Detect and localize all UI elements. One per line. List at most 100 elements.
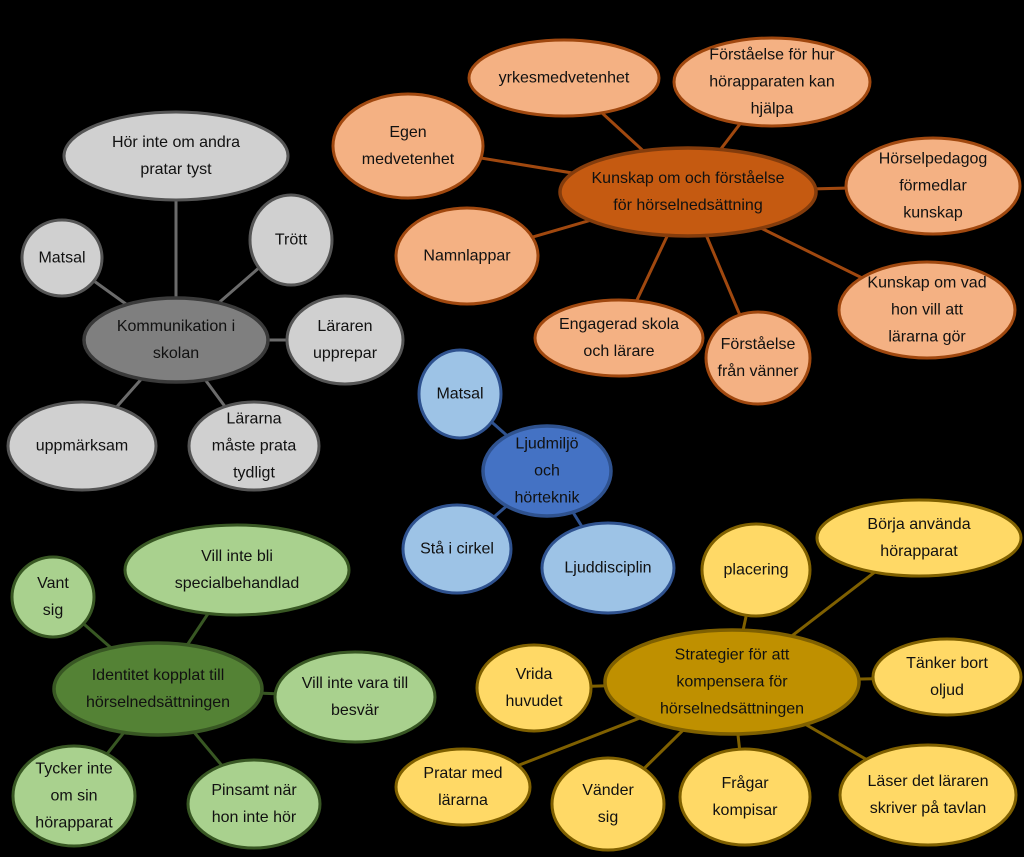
center-node-ljudmiljo-label: hörteknik	[515, 490, 581, 507]
leaf-identitet-tycker-inte-om-sin-horapparat: Tycker inte om sin hörapparat	[11, 744, 137, 848]
center-node-kunskap-label: Kunskap om och förståelse	[592, 169, 785, 187]
leaf-identitet-vill-inte-bli-specialbehandlad-label: Vill inte bli	[201, 548, 273, 565]
leaf-ljudmiljo-ljuddisciplin: Ljuddisciplin	[540, 521, 676, 615]
leaf-strategier-tanker-bort-oljud-label: Tänker bort	[906, 655, 988, 672]
center-node-kunskap-shape	[558, 146, 818, 238]
leaf-kunskap-horselpedagog-formedlar-kunskap-label: kunskap	[903, 205, 963, 222]
leaf-identitet-vill-inte-bli-specialbehandlad-label: specialbehandlad	[175, 575, 300, 592]
leaf-kommunikation-matsal: Matsal	[20, 218, 104, 298]
leaf-kunskap-horselpedagog-formedlar-kunskap-label: förmedlar	[899, 178, 967, 195]
leaf-kommunikation-uppmarksam-shape	[6, 400, 158, 492]
leaf-kunskap-engagerad-skola-och-larare-label: Engagerad skola	[559, 316, 679, 333]
center-node-kommunikation-label: Kommunikation i	[117, 318, 235, 335]
leaf-kunskap-forstaelse-fran-vanner-shape	[704, 310, 812, 406]
leaf-ljudmiljo-ljuddisciplin-shape	[540, 521, 676, 615]
leaf-kunskap-namnlappar-label: Namnlappar	[423, 248, 511, 265]
leaf-strategier-vrida-huvudet-shape	[475, 643, 593, 733]
leaf-identitet-tycker-inte-om-sin-horapparat-label: Tycker inte	[35, 761, 112, 778]
center-node-strategier-label: Strategier för att	[675, 647, 790, 664]
leaf-kunskap-forstaelse-for-hur-horapparaten-kan-hjalpa-label: hjälpa	[751, 101, 794, 118]
leaf-kunskap-engagerad-skola-och-larare-shape	[533, 298, 705, 378]
leaf-identitet-vill-inte-vara-till-besvar-label: besvär	[331, 702, 380, 719]
leaf-identitet-vant-sig-shape	[10, 555, 96, 639]
leaf-kunskap-yrkesmedvetenhet-label: yrkesmedvetenhet	[499, 70, 630, 87]
leaf-identitet-tycker-inte-om-sin-horapparat-label: hörapparat	[35, 815, 113, 832]
leaf-kommunikation-matsal-label: Matsal	[38, 250, 85, 267]
leaf-kommunikation-lararna-maste-prata-tydligt-label: tydligt	[233, 465, 275, 482]
leaf-ljudmiljo-matsal: Matsal	[417, 348, 503, 440]
leaf-kunskap-yrkesmedvetenhet-shape	[467, 38, 661, 118]
center-node-kommunikation-shape	[82, 296, 270, 384]
leaf-identitet-vill-inte-bli-specialbehandlad: Vill inte bli specialbehandlad	[123, 523, 351, 617]
leaf-kunskap-yrkesmedvetenhet: yrkesmedvetenhet	[467, 38, 661, 118]
center-node-kunskap-label: för hörselnedsättning	[613, 197, 762, 214]
leaf-identitet-pinsamt-nar-hon-inte-hor-shape	[186, 758, 322, 850]
center-node-identitet-label: Identitet kopplat till	[92, 667, 225, 684]
center-node-ljudmiljo-label: och	[534, 463, 560, 480]
center-node-ljudmiljo-shape	[481, 424, 613, 518]
center-node-kommunikation-label: skolan	[153, 345, 199, 362]
leaf-kunskap-engagerad-skola-och-larare: Engagerad skola och lärare	[533, 298, 705, 378]
leaf-kommunikation-lararen-upprepar-label: upprepar	[313, 345, 378, 362]
leaf-strategier-tanker-bort-oljud-shape	[871, 637, 1023, 717]
leaf-kommunikation-uppmarksam: uppmärksam	[6, 400, 158, 492]
center-node-identitet: Identitet kopplat tillhörselnedsättninge…	[52, 641, 264, 737]
leaf-strategier-placering-shape	[700, 522, 812, 618]
leaf-strategier-pratar-med-lararna-shape	[394, 747, 532, 827]
center-node-strategier-label: hörselnedsättningen	[660, 701, 804, 718]
leaf-ljudmiljo-sta-i-cirkel: Stå i cirkel	[401, 503, 513, 595]
leaf-ljudmiljo-sta-i-cirkel-shape	[401, 503, 513, 595]
leaf-ljudmiljo-matsal-label: Matsal	[436, 386, 483, 403]
leaf-strategier-tanker-bort-oljud-label: oljud	[930, 682, 964, 699]
leaf-kunskap-forstaelse-fran-vanner-label: från vänner	[718, 362, 800, 380]
leaf-kommunikation-lararen-upprepar: Läraren upprepar	[285, 294, 405, 386]
leaf-strategier-vander-sig-shape	[550, 756, 666, 852]
leaf-identitet-tycker-inte-om-sin-horapparat-label: om sin	[50, 788, 97, 805]
leaf-identitet-tycker-inte-om-sin-horapparat-shape	[11, 744, 137, 848]
leaf-kommunikation-lararna-maste-prata-tydligt-label: måste prata	[212, 437, 297, 455]
leaf-kommunikation-hor-inte-om-andra-pratar-tyst-label: pratar tyst	[140, 161, 212, 178]
leaf-ljudmiljo-ljuddisciplin-label: Ljuddisciplin	[564, 560, 651, 577]
leaf-ljudmiljo-matsal-shape	[417, 348, 503, 440]
leaf-strategier-placering: placering	[700, 522, 812, 618]
leaf-kunskap-namnlappar: Namnlappar	[394, 206, 540, 306]
leaf-kommunikation-trott-shape	[248, 193, 334, 287]
leaf-kunskap-forstaelse-for-hur-horapparaten-kan-hjalpa-shape	[672, 36, 872, 128]
leaf-strategier-pratar-med-lararna-label: Pratar med	[423, 765, 502, 782]
leaf-strategier-borja-anvanda-horapparat-label: hörapparat	[880, 543, 958, 560]
leaf-kunskap-namnlappar-shape	[394, 206, 540, 306]
leaf-strategier-laser-det-lararen-skriver-pa-tavlan-label: skriver på tavlan	[870, 799, 987, 817]
leaf-strategier-tanker-bort-oljud: Tänker bort oljud	[871, 637, 1023, 717]
center-node-strategier-shape	[603, 628, 861, 736]
leaf-kunskap-engagerad-skola-och-larare-label: och lärare	[583, 343, 654, 360]
leaf-kunskap-forstaelse-for-hur-horapparaten-kan-hjalpa-label: Förståelse för hur	[709, 46, 835, 64]
leaf-kommunikation-hor-inte-om-andra-pratar-tyst-shape	[62, 110, 290, 202]
leaf-strategier-vrida-huvudet-label: Vrida	[516, 666, 553, 683]
leaf-kunskap-kunskap-om-vad-hon-vill-att-lararna-gor-label: lärarna gör	[888, 329, 966, 346]
leaf-kunskap-egen-medvetenhet-label: medvetenhet	[362, 151, 455, 168]
leaf-strategier-laser-det-lararen-skriver-pa-tavlan-label: Läser det läraren	[868, 773, 989, 790]
leaf-kunskap-egen-medvetenhet-label: Egen	[389, 124, 426, 141]
leaf-strategier-placering-label: placering	[724, 562, 789, 579]
leaf-strategier-borja-anvanda-horapparat-shape	[815, 498, 1023, 578]
leaf-ljudmiljo-sta-i-cirkel-label: Stå i cirkel	[420, 540, 494, 558]
leaf-kommunikation-lararen-upprepar-label: Läraren	[317, 318, 372, 335]
leaf-kunskap-egen-medvetenhet-shape	[331, 92, 485, 200]
center-node-strategier-label: kompensera för	[676, 674, 788, 691]
